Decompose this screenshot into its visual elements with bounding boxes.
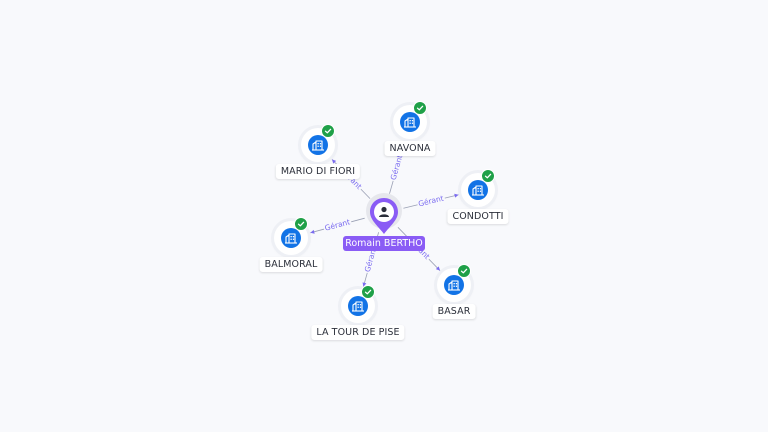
edge-balmoral: Gérant: [310, 216, 365, 234]
building-icon: [312, 140, 324, 151]
edge-arrow: [454, 193, 459, 198]
company-label-condotti[interactable]: CONDOTTI: [447, 209, 509, 224]
company-node-condotti[interactable]: [461, 169, 495, 207]
edge-arrow: [331, 159, 337, 164]
company-bubble: [444, 275, 464, 295]
company-label-navona[interactable]: NAVONA: [384, 141, 436, 156]
edge-line: [403, 194, 459, 209]
building-icon: [404, 117, 416, 128]
building-icon: [352, 301, 364, 312]
company-bubble: [281, 228, 301, 248]
person-icon: [381, 206, 387, 213]
company-label-basar[interactable]: BASAR: [432, 304, 476, 319]
company-node-basar[interactable]: [437, 264, 471, 302]
edge-line: [310, 217, 365, 234]
company-node-navona[interactable]: [393, 101, 427, 139]
company-label-balmoral[interactable]: BALMORAL: [259, 257, 323, 272]
verified-check-icon: [361, 285, 375, 299]
company-node-mario-di-fiori[interactable]: [301, 124, 335, 162]
verified-check-icon: [321, 124, 335, 138]
verified-check-icon: [294, 217, 308, 231]
edge-label: Gérant: [389, 154, 405, 181]
verified-check-icon: [413, 101, 427, 115]
building-icon: [448, 280, 460, 291]
company-label-mario-di-fiori[interactable]: MARIO DI FIORI: [275, 164, 361, 179]
company-bubble: [468, 180, 488, 200]
edge-arrow: [310, 229, 315, 234]
building-icon: [472, 185, 484, 196]
person-node-label[interactable]: Romain BERTHO: [343, 236, 425, 251]
edge-label: Gérant: [417, 194, 444, 209]
edge-label: Gérant: [324, 217, 351, 232]
person-pin-icon: [370, 198, 398, 234]
verified-check-icon: [457, 264, 471, 278]
company-bubble: [348, 296, 368, 316]
person-node[interactable]: [368, 196, 400, 236]
company-node-la-tour-de-pise[interactable]: [341, 285, 375, 323]
company-node-balmoral[interactable]: [274, 217, 308, 255]
company-bubble: [308, 135, 328, 155]
company-bubble: [400, 112, 420, 132]
edge-condotti: Gérant: [403, 192, 459, 210]
building-icon: [285, 233, 297, 244]
edge-arrow: [435, 266, 441, 271]
company-label-la-tour-de-pise[interactable]: LA TOUR DE PISE: [311, 325, 405, 340]
verified-check-icon: [481, 169, 495, 183]
